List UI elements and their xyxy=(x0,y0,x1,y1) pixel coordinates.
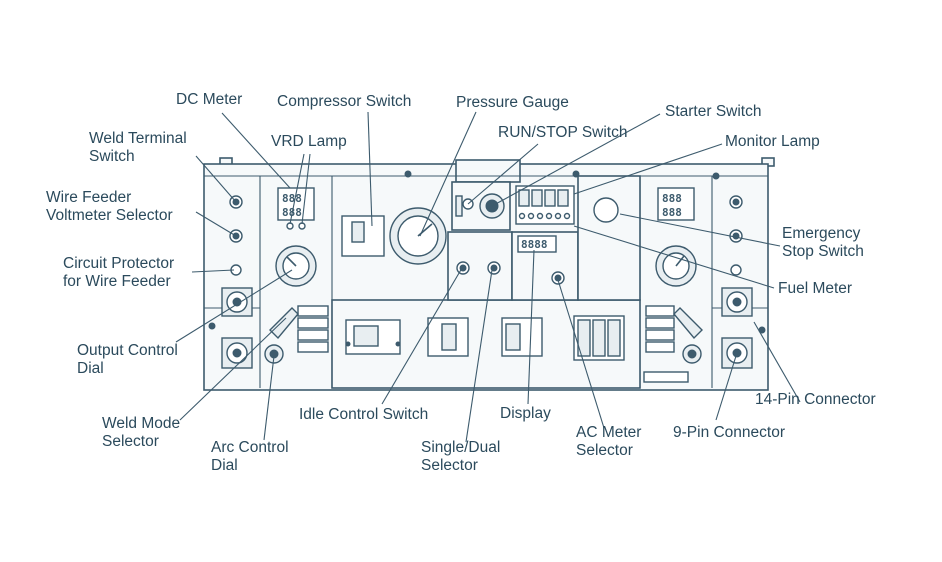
screw xyxy=(395,341,401,347)
breaker-center-switch[interactable] xyxy=(441,323,457,351)
label-monitor-lamp: Monitor Lamp xyxy=(725,133,820,150)
leader-vrd-lamp-2 xyxy=(301,153,311,225)
right-mode-lever[interactable] xyxy=(673,307,703,340)
dial-pointer xyxy=(286,256,297,267)
leader-dc-meter xyxy=(221,112,291,189)
label-run-stop-switch: RUN/STOP Switch xyxy=(498,124,628,141)
screw xyxy=(572,170,580,178)
label-starter-switch: Starter Switch xyxy=(665,103,762,120)
leader-pressure-gauge xyxy=(419,111,477,237)
weld-mode-slot xyxy=(297,341,329,353)
label-dc-meter: DC Meter xyxy=(176,91,243,108)
leader-idle-control-switch xyxy=(381,267,463,405)
breaker-triple-pole[interactable] xyxy=(607,319,621,357)
label-pin14-connector: 14-Pin Connector xyxy=(755,391,876,408)
breaker-left-switch[interactable] xyxy=(353,325,379,347)
monitor-lamp xyxy=(531,189,543,207)
dial-pointer xyxy=(675,255,685,267)
indicator-dot xyxy=(527,212,535,220)
leader-fuel-meter xyxy=(573,225,775,289)
indicator-dot xyxy=(536,212,544,220)
label-display: Display xyxy=(500,405,551,422)
label-compressor-switch: Compressor Switch xyxy=(277,93,412,110)
label-idle-control-switch: Idle Control Switch xyxy=(299,406,429,423)
top-bracket xyxy=(455,159,521,183)
breaker-triple-pole[interactable] xyxy=(592,319,606,357)
breaker-triple-pole[interactable] xyxy=(577,319,591,357)
right-arc-dial-center xyxy=(687,349,697,359)
fuel-panel xyxy=(577,175,641,301)
dc-meter-digits-1: 888 xyxy=(282,192,302,205)
right-mode-slot xyxy=(645,317,675,329)
screw xyxy=(345,341,351,347)
leader-display xyxy=(527,249,535,405)
monitor-lamp xyxy=(544,189,556,207)
leader-weld-terminal-switch xyxy=(195,155,237,203)
label-ac-meter-selector: AC Meter Selector xyxy=(576,424,642,459)
label-weld-mode-selector: Weld Mode Selector xyxy=(102,415,181,450)
label-weld-terminal-switch: Weld Terminal Switch xyxy=(89,130,187,165)
leader-ac-meter-selector xyxy=(557,279,605,429)
connector-pins xyxy=(732,348,742,358)
leader-output-control-dial xyxy=(175,269,293,343)
right-mode-slot xyxy=(645,329,675,341)
label-vrd-lamp: VRD Lamp xyxy=(271,133,347,150)
breaker-right-switch[interactable] xyxy=(505,323,521,351)
label-circuit-protector: Circuit Protector for Wire Feeder xyxy=(63,255,175,290)
right-mode-slot xyxy=(645,341,675,353)
label-single-dual-selector: Single/Dual Selector xyxy=(421,439,501,474)
display-digits: 8888 xyxy=(521,238,548,251)
leader-wire-feeder-voltmeter-selector xyxy=(195,211,237,237)
right-meter-digits-1: 888 xyxy=(662,192,682,205)
leader-compressor-switch xyxy=(367,111,373,227)
leader-starter-switch xyxy=(491,113,661,207)
indicator-dot xyxy=(518,212,526,220)
right-circuit-protector[interactable] xyxy=(730,264,742,276)
weld-mode-slot xyxy=(297,317,329,329)
weld-mode-slot xyxy=(297,305,329,317)
connector-pins xyxy=(232,348,242,358)
fuel-meter xyxy=(593,197,619,223)
weld-mode-selector-lever[interactable] xyxy=(269,307,299,340)
label-emergency-stop-switch: Emergency Stop Switch xyxy=(782,225,864,260)
screw xyxy=(404,170,412,178)
indicator-dot xyxy=(545,212,553,220)
leader-single-dual-selector xyxy=(465,269,493,443)
indicator-dot xyxy=(554,212,562,220)
screw xyxy=(712,172,720,180)
label-fuel-meter: Fuel Meter xyxy=(778,280,853,297)
weld-mode-slot xyxy=(297,329,329,341)
leader-weld-mode-selector xyxy=(179,317,287,421)
leader-lines xyxy=(175,111,801,443)
leader-vrd-lamp-1 xyxy=(289,153,305,225)
leader-circuit-protector xyxy=(191,269,235,273)
leader-run-stop-switch xyxy=(467,143,539,205)
single-dual-selector-center xyxy=(490,264,498,272)
compressor-switch[interactable] xyxy=(351,221,365,243)
leader-pin9-connector xyxy=(715,355,737,421)
label-output-control-dial: Output Control Dial xyxy=(77,342,178,377)
label-pin9-connector: 9-Pin Connector xyxy=(673,424,786,441)
right-meter xyxy=(657,187,695,221)
leader-arc-control-dial xyxy=(263,355,275,441)
right-meter-digits-2: 888 xyxy=(662,206,682,219)
monitor-lamp xyxy=(557,189,569,207)
monitor-lamp xyxy=(518,189,530,207)
indicator-dot xyxy=(563,212,571,220)
leader-monitor-lamp xyxy=(573,143,723,195)
label-wire-feeder-voltmeter-selector: Wire Feeder Voltmeter Selector xyxy=(46,189,173,224)
right-name-plate xyxy=(643,371,689,383)
right-mode-slot xyxy=(645,305,675,317)
label-arc-control-dial: Arc Control Dial xyxy=(211,439,289,474)
screw xyxy=(208,322,216,330)
connector-pins xyxy=(732,297,742,307)
leader-emergency-stop-switch xyxy=(619,213,781,247)
label-pressure-gauge: Pressure Gauge xyxy=(456,94,569,111)
starter-handle xyxy=(455,195,463,217)
right-terminal-switch-center xyxy=(732,198,740,206)
leader-pin14-connector xyxy=(753,321,801,403)
display xyxy=(517,235,557,253)
